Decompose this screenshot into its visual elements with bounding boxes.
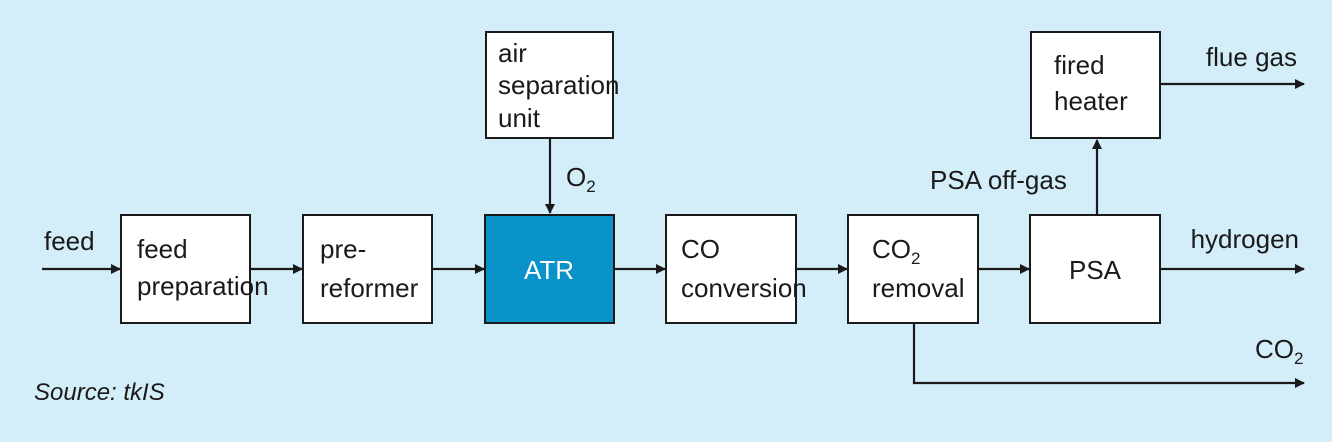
label-feed: feed <box>44 226 95 256</box>
box-pre-reformer: pre- reformer <box>302 214 433 324</box>
arrow-co2-removal-to-co2-out <box>912 324 1305 388</box>
box-feed-preparation: feed preparation <box>120 214 269 324</box>
box-co2-removal: CO2 removal <box>847 214 979 324</box>
box-fired-heater-line2: heater <box>1054 86 1128 116</box>
box-co2-removal-line2: removal <box>872 273 964 303</box>
label-hydrogen: hydrogen <box>1191 224 1299 254</box>
connectors <box>42 79 1305 388</box>
box-pre-reformer-line1: pre- <box>320 234 366 264</box>
box-feed-preparation-line1: feed <box>137 234 188 264</box>
box-feed-preparation-line2: preparation <box>137 271 269 301</box>
box-co-conversion-line2: conversion <box>681 273 807 303</box>
label-co2-out: CO2 <box>1255 334 1303 368</box>
label-co2-out-subscript: 2 <box>1294 349 1303 368</box>
label-o2: O2 <box>566 162 596 196</box>
label-o2-subscript: 2 <box>586 177 595 196</box>
box-asu-line2: separation <box>498 70 619 100</box>
box-asu-line3: unit <box>498 103 541 133</box>
box-co-conversion: CO conversion <box>665 214 807 324</box>
box-psa: PSA <box>1029 214 1161 324</box>
label-flue-gas: flue gas <box>1206 42 1297 72</box>
box-co2-removal-subscript: 2 <box>911 249 920 268</box>
box-fired-heater-line1: fired <box>1054 50 1105 80</box>
box-co-conversion-line1: CO <box>681 234 720 264</box>
label-o2-main: O <box>566 162 586 192</box>
box-asu-line1: air <box>498 38 527 68</box>
box-atr-label: ATR <box>524 255 574 285</box>
box-fired-heater: fired heater <box>1030 31 1161 139</box>
box-co2-removal-co: CO <box>872 234 911 264</box>
label-co2-out-main: CO <box>1255 334 1294 364</box>
box-air-separation-unit: air separation unit <box>485 31 619 139</box>
box-psa-label: PSA <box>1069 255 1122 285</box>
box-atr: ATR <box>484 214 615 324</box>
label-psa-off-gas: PSA off-gas <box>930 165 1067 195</box>
source-credit: Source: tkIS <box>34 379 165 406</box>
box-co2-removal-line1: CO2 <box>872 234 920 268</box>
box-pre-reformer-line2: reformer <box>320 273 419 303</box>
